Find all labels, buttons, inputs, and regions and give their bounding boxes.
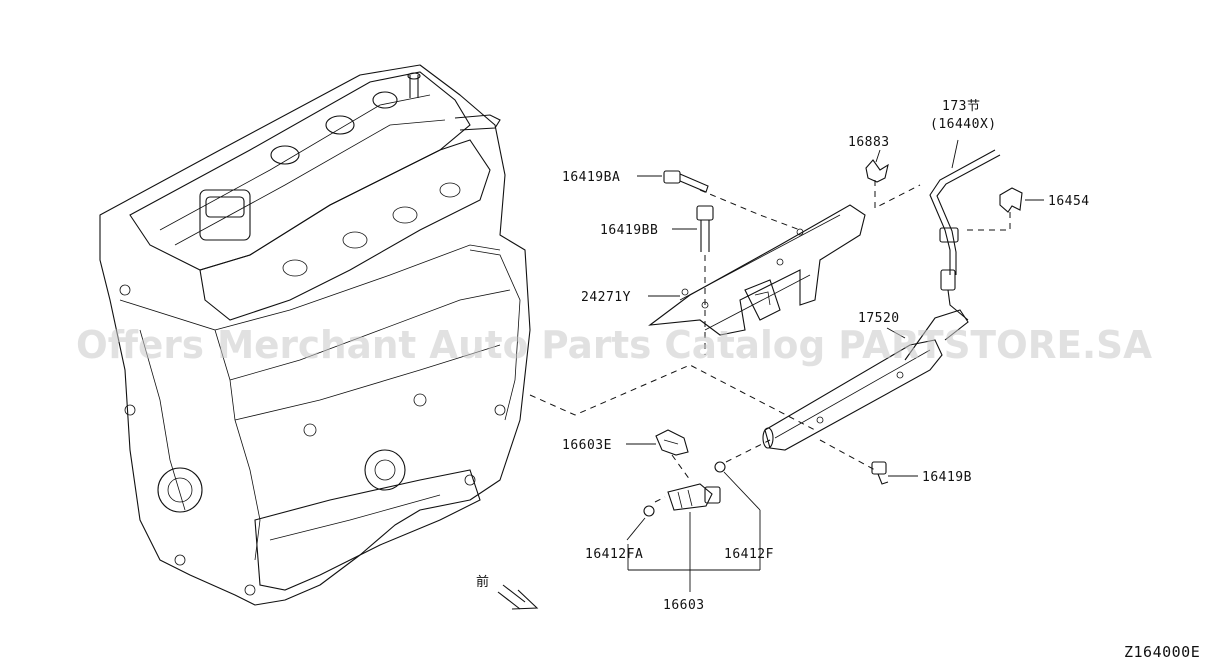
label-16412fa: 16412FA bbox=[585, 547, 643, 562]
fuel-injector-icon bbox=[667, 483, 721, 511]
heat-shield bbox=[648, 204, 866, 336]
fuel-rail bbox=[762, 309, 969, 451]
label-16883: 16883 bbox=[848, 135, 890, 150]
fuel-hose bbox=[929, 149, 1001, 321]
label-16603e: 16603E bbox=[562, 438, 612, 453]
part-labels: 173节 (16440X) 16883 16419BA 16454 16419B… bbox=[562, 99, 1090, 613]
label-16603: 16603 bbox=[663, 598, 705, 613]
front-mark-label: 前 bbox=[476, 574, 490, 590]
assembly-lines bbox=[529, 180, 1011, 503]
bolt-16419b-icon bbox=[871, 461, 889, 485]
seal-16412f-icon bbox=[714, 461, 726, 473]
label-16419b: 16419B bbox=[922, 470, 972, 485]
watermark: Offers Merchant Auto Parts Catalog PARTS… bbox=[76, 323, 1153, 367]
clip-16883-icon bbox=[865, 159, 889, 183]
label-16419bb: 16419BB bbox=[600, 223, 658, 238]
label-16440x: (16440X) bbox=[930, 117, 997, 132]
front-arrow: 前 bbox=[476, 574, 539, 610]
label-16412f: 16412F bbox=[724, 547, 774, 562]
clip-16603e-icon bbox=[655, 429, 689, 456]
label-16419ba: 16419BA bbox=[562, 170, 620, 185]
label-16454: 16454 bbox=[1048, 194, 1090, 209]
seal-16412fa-icon bbox=[643, 505, 655, 517]
clamp-16454-icon bbox=[999, 187, 1023, 213]
diagram-code: Z164000E bbox=[1124, 643, 1200, 661]
label-173: 173节 bbox=[942, 99, 980, 114]
bolt-16419bb-icon bbox=[696, 205, 714, 252]
engine-assembly-illustration bbox=[99, 64, 531, 606]
label-17520: 17520 bbox=[858, 311, 900, 326]
label-24271y: 24271Y bbox=[581, 290, 631, 305]
bolt-16419ba-icon bbox=[663, 170, 709, 193]
leader-lines bbox=[626, 139, 1044, 592]
